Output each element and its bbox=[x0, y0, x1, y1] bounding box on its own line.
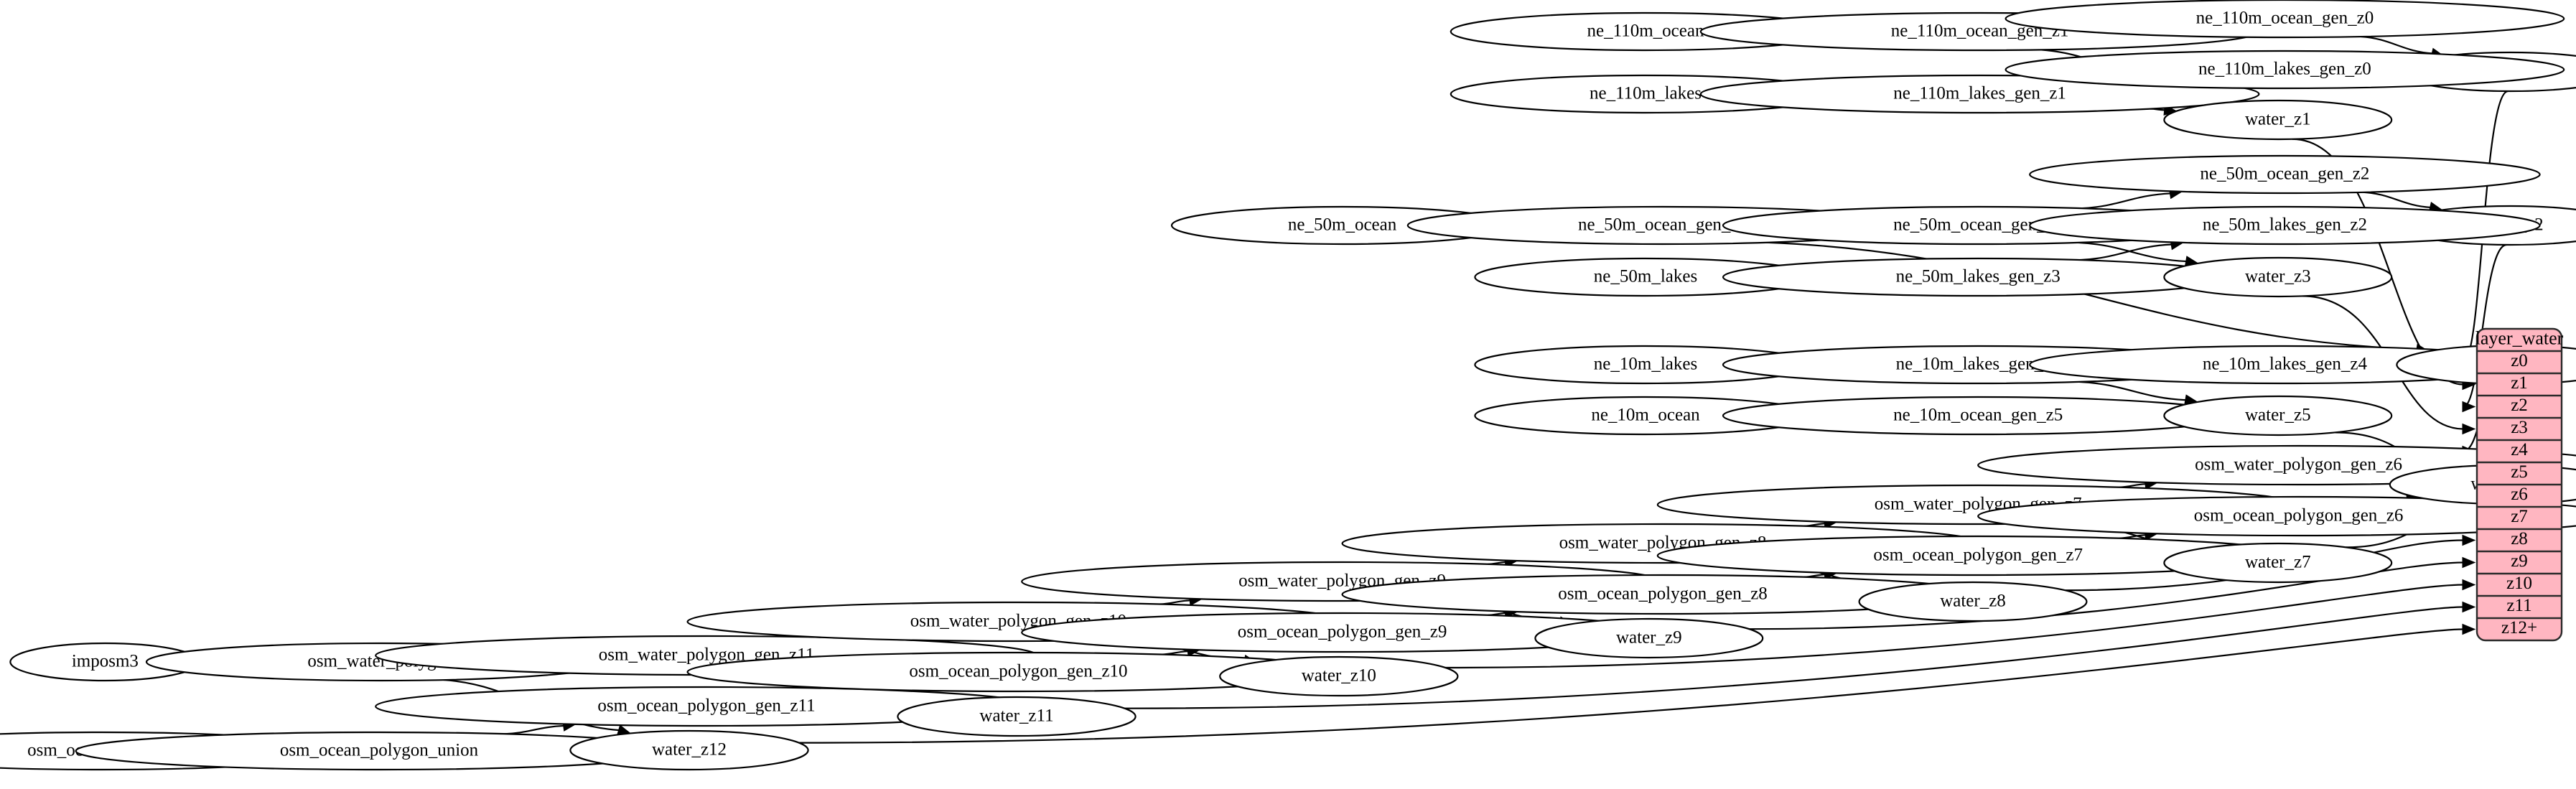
edge-ne_10m_lakes_gen_z5-to-water_z5 bbox=[2078, 381, 2186, 401]
edge-ne_50m_lakes_gen_z3-to-ne_50m_lakes_gen_z2 bbox=[2079, 243, 2173, 261]
node-osm_ocean_polygon_gen_z6[interactable] bbox=[1977, 495, 2576, 537]
arrowhead-water_z9-to-record-z9 bbox=[2462, 556, 2476, 569]
node-water_z7[interactable] bbox=[2163, 542, 2393, 584]
node-ne_50m_lakes_gen_z2[interactable] bbox=[2029, 205, 2541, 246]
edge-water_z11-to-record-z11 bbox=[1124, 606, 2464, 709]
edge-ne_110m_ocean_gen_z0-to-water_z0 bbox=[2361, 35, 2433, 55]
arrowhead-water_z12-to-record-z12plus bbox=[2462, 623, 2476, 635]
node-water_z3[interactable] bbox=[2163, 256, 2393, 298]
node-water_z11[interactable] bbox=[897, 696, 1137, 737]
edge-water_z9-to-record-z9 bbox=[1749, 561, 2464, 630]
node-water_z9[interactable] bbox=[1534, 617, 1764, 659]
edge-ne_50m_ocean_gen_z4-to-water_z4 bbox=[1766, 241, 2418, 350]
edge-ne_50m_ocean_gen_z3-to-water_z3 bbox=[2077, 241, 2187, 263]
edge-ne_50m_ocean_gen_z3-to-ne_50m_ocean_gen_z2 bbox=[2081, 192, 2171, 210]
node-ne_110m_lakes_gen_z0[interactable] bbox=[2005, 50, 2565, 90]
arrowhead-water_z2-to-record-z2 bbox=[2462, 401, 2476, 413]
record-table-layer: layer_waterz0z1z2z3z4z5z6z7z8z9z10z11z12… bbox=[2475, 327, 2564, 642]
arrowhead-water_z8-to-record-z8 bbox=[2462, 534, 2476, 546]
edge-ne_50m_ocean_gen_z2-to-water_z2 bbox=[2363, 191, 2431, 209]
node-water_z8[interactable] bbox=[1858, 581, 2088, 622]
edge-water_z10-to-record-z10 bbox=[1445, 584, 2464, 669]
node-water_z10[interactable] bbox=[1219, 655, 1459, 697]
node-ne_50m_lakes_gen_z3[interactable] bbox=[1722, 257, 2234, 297]
node-water_z5[interactable] bbox=[2163, 395, 2393, 436]
node-ne_110m_ocean_gen_z0[interactable] bbox=[2005, 0, 2565, 39]
edge-water_z2-to-record-z2 bbox=[2463, 243, 2507, 408]
node-water_z12[interactable] bbox=[569, 729, 809, 771]
arrowhead-water_z11-to-record-z11 bbox=[2462, 601, 2476, 613]
edge-osm_ocean_polygon_union-to-osm_ocean_polygon_gen_z11 bbox=[504, 724, 564, 735]
arrowhead-water_z3-to-record-z3 bbox=[2462, 423, 2476, 435]
edge-water_z12-to-record-z12plus bbox=[798, 628, 2464, 744]
node-ne_50m_ocean_gen_z2[interactable] bbox=[2029, 154, 2541, 195]
arrowhead-water_z10-to-record-z10 bbox=[2462, 579, 2476, 591]
node-ne_10m_ocean_gen_z5[interactable] bbox=[1722, 396, 2234, 436]
node-water_z1[interactable] bbox=[2163, 99, 2393, 141]
